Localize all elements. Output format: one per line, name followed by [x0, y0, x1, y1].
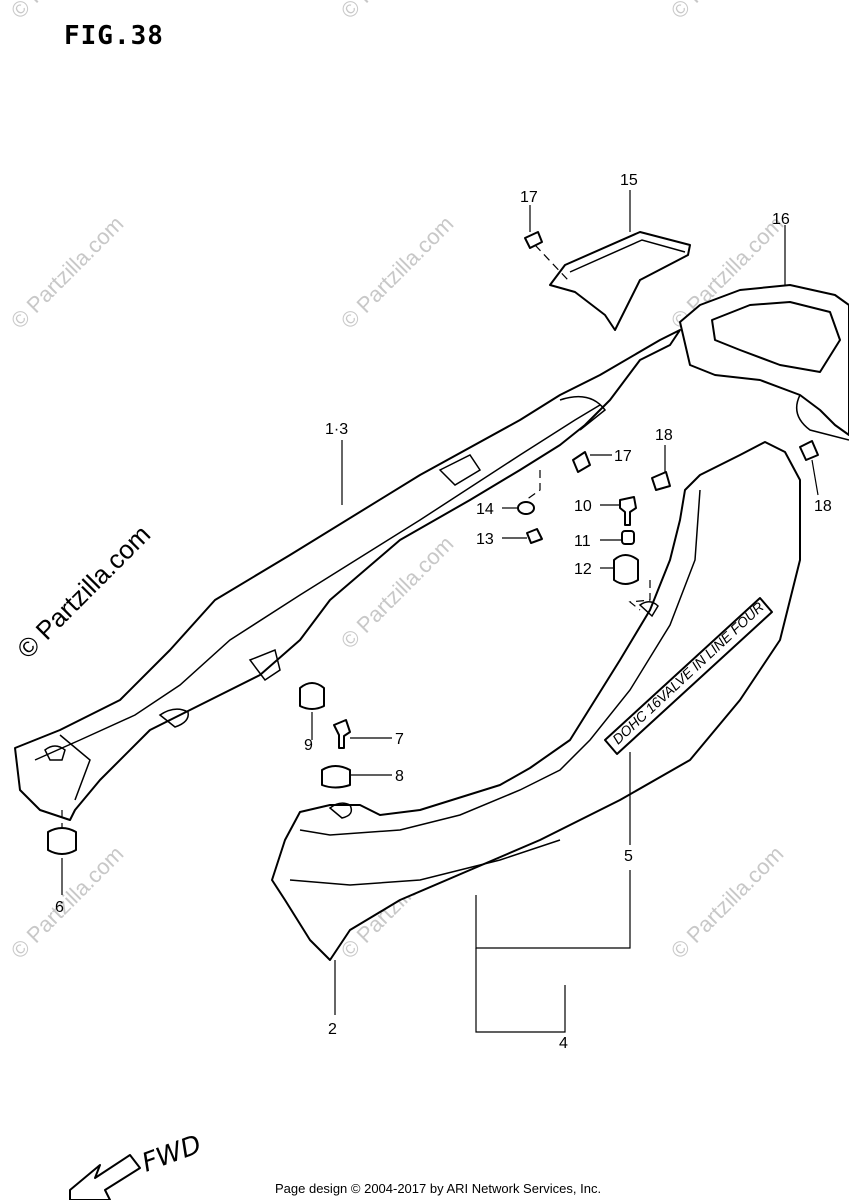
part-10-bolt [619, 496, 637, 526]
figure-title: FIG.38 [64, 21, 164, 51]
watermark: © Partzilla.com [336, 211, 459, 334]
part-1-3-frame-cover [14, 329, 681, 821]
assembly-lines [61, 244, 651, 828]
callout-15: 15 [620, 172, 638, 189]
callout-13: 13 [476, 531, 494, 548]
part-9-damper [299, 682, 325, 710]
callout-17-middle: 17 [614, 448, 632, 465]
part-13-screw [526, 528, 543, 544]
callout-17-upper: 17 [520, 189, 538, 206]
callout-10: 10 [574, 498, 592, 515]
callout-7: 7 [395, 731, 404, 748]
part-18-nut-right [799, 440, 819, 461]
watermark: © Partzilla.com [666, 841, 789, 964]
callout-5-emblem: 5 [624, 848, 633, 865]
watermark: © Partzilla.com [6, 211, 129, 334]
part-15-cover [549, 231, 691, 331]
part-2-side-cover [271, 441, 801, 961]
fwd-arrow-icon [69, 1154, 141, 1200]
callout-14: 14 [476, 501, 494, 518]
part-12-grommet [613, 554, 639, 585]
callout-2: 2 [328, 1021, 337, 1038]
watermark-large: © Partzilla.com [11, 519, 156, 664]
callout-9: 9 [304, 737, 313, 754]
callout-11: 11 [574, 533, 591, 550]
callout-6: 6 [55, 899, 64, 916]
watermark: © Partzilla.com [666, 0, 789, 24]
callout-4: 4 [559, 1035, 568, 1052]
fwd-indicator: FWD [69, 1130, 205, 1200]
callout-labels: 1·3 2 4 5 5 6 7 8 9 10 11 12 13 14 15 16… [55, 172, 832, 1052]
callout-18-right: 18 [814, 498, 832, 515]
callout-18-middle: 18 [655, 427, 673, 444]
watermark: © Partzilla.com [336, 0, 459, 24]
part-16-tail-cowl [679, 284, 849, 441]
watermark: © Partzilla.com [6, 0, 129, 24]
part-11-collar [621, 530, 635, 545]
callout-1-3: 1·3 [325, 421, 348, 438]
fwd-label: FWD [138, 1130, 205, 1179]
part-17-bolt-middle [572, 451, 591, 473]
callout-8: 8 [395, 768, 404, 785]
hardware [47, 231, 819, 855]
leader-lines [61, 190, 819, 1033]
part-7-bolt [333, 719, 351, 749]
watermark: © Partzilla.com [6, 841, 129, 964]
part-14-washer [517, 501, 535, 515]
callout-12: 12 [574, 561, 592, 578]
callout-16: 16 [772, 211, 790, 228]
part-17-bolt-upper [524, 231, 543, 249]
part-8-cushion [321, 765, 351, 789]
part-18-nut-middle [651, 471, 671, 491]
footer-copyright: Page design © 2004-2017 by ARI Network S… [275, 1181, 601, 1196]
part-6-damper [47, 827, 77, 855]
